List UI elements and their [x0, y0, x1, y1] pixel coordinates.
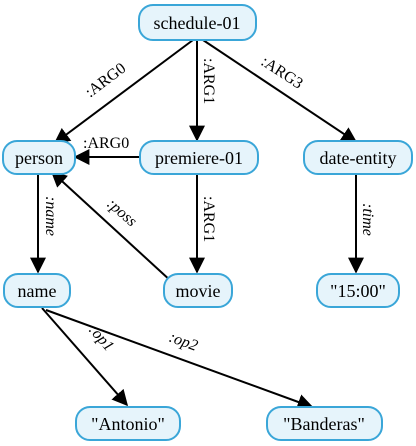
- edge-schedule-date: [202, 39, 358, 143]
- label-premiere-movie: :ARG1: [200, 196, 217, 242]
- node-movie-label: movie: [176, 281, 221, 301]
- label-name-banderas: :op2: [167, 329, 200, 355]
- node-person: person: [2, 140, 76, 175]
- node-schedule-box: [138, 4, 257, 41]
- label-person-name: :name: [42, 196, 59, 236]
- node-date-entity-label: date-entity: [320, 148, 397, 168]
- label-schedule-person: :ARG0: [82, 60, 129, 101]
- node-banderas: "Banderas": [266, 406, 383, 441]
- node-time-value-label: "15:00": [330, 281, 386, 301]
- label-date-time: :time: [359, 203, 376, 236]
- node-movie: movie: [163, 273, 233, 308]
- node-date-entity-box: [303, 140, 413, 175]
- node-movie-box: [163, 273, 233, 308]
- node-person-label: person: [15, 148, 63, 168]
- edge-name-antonio: [41, 307, 129, 407]
- edges: [30, 39, 364, 410]
- node-schedule: schedule-01: [138, 4, 257, 41]
- node-premiere: premiere-01: [139, 140, 259, 175]
- node-premiere-label: premiere-01: [155, 148, 243, 168]
- node-name: name: [3, 273, 71, 308]
- node-person-box: [2, 140, 76, 175]
- edge-labels: :ARG0 :ARG1 :ARG3 :ARG0 :name :poss :ARG…: [42, 53, 376, 355]
- node-time-value-box: [316, 273, 400, 308]
- node-antonio-box: [75, 406, 181, 441]
- node-banderas-box: [266, 406, 383, 441]
- label-premiere-person: :ARG0: [83, 135, 129, 152]
- node-premiere-box: [139, 140, 259, 175]
- node-schedule-label: schedule-01: [154, 13, 241, 33]
- node-time-value: "15:00": [316, 273, 400, 308]
- node-banderas-label: "Banderas": [283, 414, 365, 434]
- edge-movie-person: [50, 170, 173, 283]
- node-date-entity: date-entity: [303, 140, 413, 175]
- node-antonio: "Antonio": [75, 406, 181, 441]
- node-antonio-label: "Antonio": [91, 414, 165, 434]
- node-name-box: [3, 273, 71, 308]
- edge-name-banderas: [45, 309, 314, 410]
- label-schedule-date: :ARG3: [258, 53, 306, 92]
- node-name-label: name: [18, 281, 57, 301]
- label-schedule-premiere: :ARG1: [200, 58, 217, 104]
- edge-schedule-person: [53, 39, 194, 144]
